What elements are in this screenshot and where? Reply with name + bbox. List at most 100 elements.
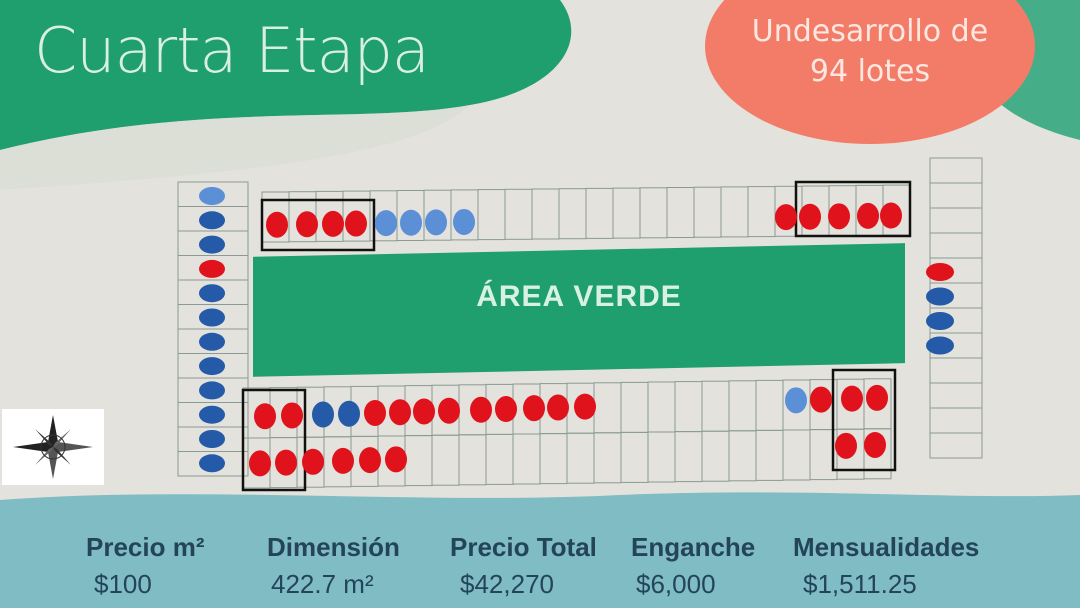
lot-marker xyxy=(835,432,857,459)
lot-marker xyxy=(523,395,545,422)
lot-cell xyxy=(477,189,506,241)
lot-marker xyxy=(249,450,271,477)
total-price-label: Precio Total xyxy=(450,532,597,562)
lot-marker xyxy=(199,430,225,448)
lot-cell xyxy=(929,432,983,459)
lot-marker xyxy=(926,336,954,355)
down-payment-value: $6,000 xyxy=(636,569,716,599)
lot-cell xyxy=(701,430,730,482)
lot-cell xyxy=(755,379,784,431)
lot-marker xyxy=(199,454,225,473)
lot-cell xyxy=(177,451,249,477)
lot-cell xyxy=(504,188,533,240)
lot-count-badge-text: Undesarrollo de 94 lotes xyxy=(705,12,1035,92)
lot-cell xyxy=(693,186,722,238)
total-price-value: $42,270 xyxy=(460,569,554,599)
lot-marker xyxy=(926,312,954,330)
lot-cell xyxy=(485,433,514,485)
lot-marker xyxy=(438,397,460,424)
lot-marker xyxy=(312,401,334,428)
lot-marker xyxy=(810,386,832,413)
lot-marker xyxy=(857,202,879,229)
lot-cell xyxy=(639,187,668,239)
monthly-payments: Mensualidades $1,511.25 xyxy=(793,532,979,600)
lot-marker xyxy=(254,403,276,430)
lot-cell xyxy=(458,434,487,486)
lot-marker xyxy=(359,447,381,474)
lot-marker xyxy=(385,446,407,473)
monthly-payments-value: $1,511.25 xyxy=(803,569,917,599)
lot-marker xyxy=(453,208,475,235)
lot-marker xyxy=(574,393,596,420)
lot-cell xyxy=(728,430,757,482)
lot-marker xyxy=(199,357,225,376)
lot-marker xyxy=(199,308,225,327)
lot-cell xyxy=(531,188,560,240)
lot-marker xyxy=(302,448,324,475)
badge-line-1: Undesarrollo de xyxy=(751,14,989,49)
lot-cell xyxy=(593,382,622,434)
lot-marker xyxy=(199,381,225,400)
lot-marker xyxy=(828,203,850,230)
dimension-label: Dimensión xyxy=(267,532,400,562)
page-title: Cuarta Etapa xyxy=(34,14,430,87)
lot-cell xyxy=(539,433,568,485)
lot-cell xyxy=(755,429,784,481)
lot-cell xyxy=(647,431,676,483)
lot-cell xyxy=(558,188,587,240)
lot-cell xyxy=(863,428,892,480)
lot-cell xyxy=(404,435,433,487)
lot-marker xyxy=(866,384,888,411)
lot-cell xyxy=(747,186,776,238)
lot-marker xyxy=(864,431,886,458)
monthly-payments-label: Mensualidades xyxy=(793,532,980,562)
lot-marker xyxy=(296,211,318,238)
lot-cell xyxy=(728,380,757,432)
lot-marker xyxy=(199,259,225,278)
lot-marker xyxy=(199,284,225,303)
lot-cell xyxy=(431,434,460,486)
lot-block-outline xyxy=(241,388,307,492)
lot-marker xyxy=(275,449,297,476)
lot-marker xyxy=(425,209,447,236)
lot-marker xyxy=(345,210,367,237)
lot-marker xyxy=(338,400,360,427)
badge-line-2: 94 lotes xyxy=(809,54,931,89)
lot-marker xyxy=(375,210,397,237)
lot-cell xyxy=(929,232,983,259)
lot-marker xyxy=(547,394,569,421)
lot-cell xyxy=(720,186,749,238)
lot-marker xyxy=(495,396,517,423)
dimension: Dimensión 422.7 m² xyxy=(267,532,400,600)
lot-marker xyxy=(775,204,797,231)
lot-marker xyxy=(199,332,225,351)
lot-marker xyxy=(880,202,902,229)
dimension-value: 422.7 m² xyxy=(271,569,374,599)
lot-block-outline xyxy=(260,198,376,252)
lot-block-outline xyxy=(831,368,897,472)
price-per-m2-label: Precio m² xyxy=(86,532,205,562)
lot-cell xyxy=(620,431,649,483)
lot-cell xyxy=(701,380,730,432)
lot-marker xyxy=(400,209,422,236)
lot-cell xyxy=(929,182,983,209)
price-per-m2: Precio m² $100 xyxy=(86,532,205,600)
lot-marker xyxy=(266,211,288,238)
green-area-label: ÁREA VERDE xyxy=(476,280,682,313)
lot-marker xyxy=(281,402,303,429)
lot-marker xyxy=(926,263,954,281)
lot-cell xyxy=(929,382,983,409)
lot-cell xyxy=(929,357,983,384)
lot-cell xyxy=(929,407,983,434)
lot-marker xyxy=(926,287,954,306)
down-payment-label: Enganche xyxy=(631,532,756,562)
lot-cell xyxy=(566,432,595,484)
lot-marker xyxy=(199,235,225,254)
lot-marker xyxy=(470,396,492,423)
lot-marker xyxy=(799,203,821,230)
lot-cell xyxy=(674,381,703,433)
lot-block-outline xyxy=(794,180,912,238)
lot-cell xyxy=(782,429,811,481)
